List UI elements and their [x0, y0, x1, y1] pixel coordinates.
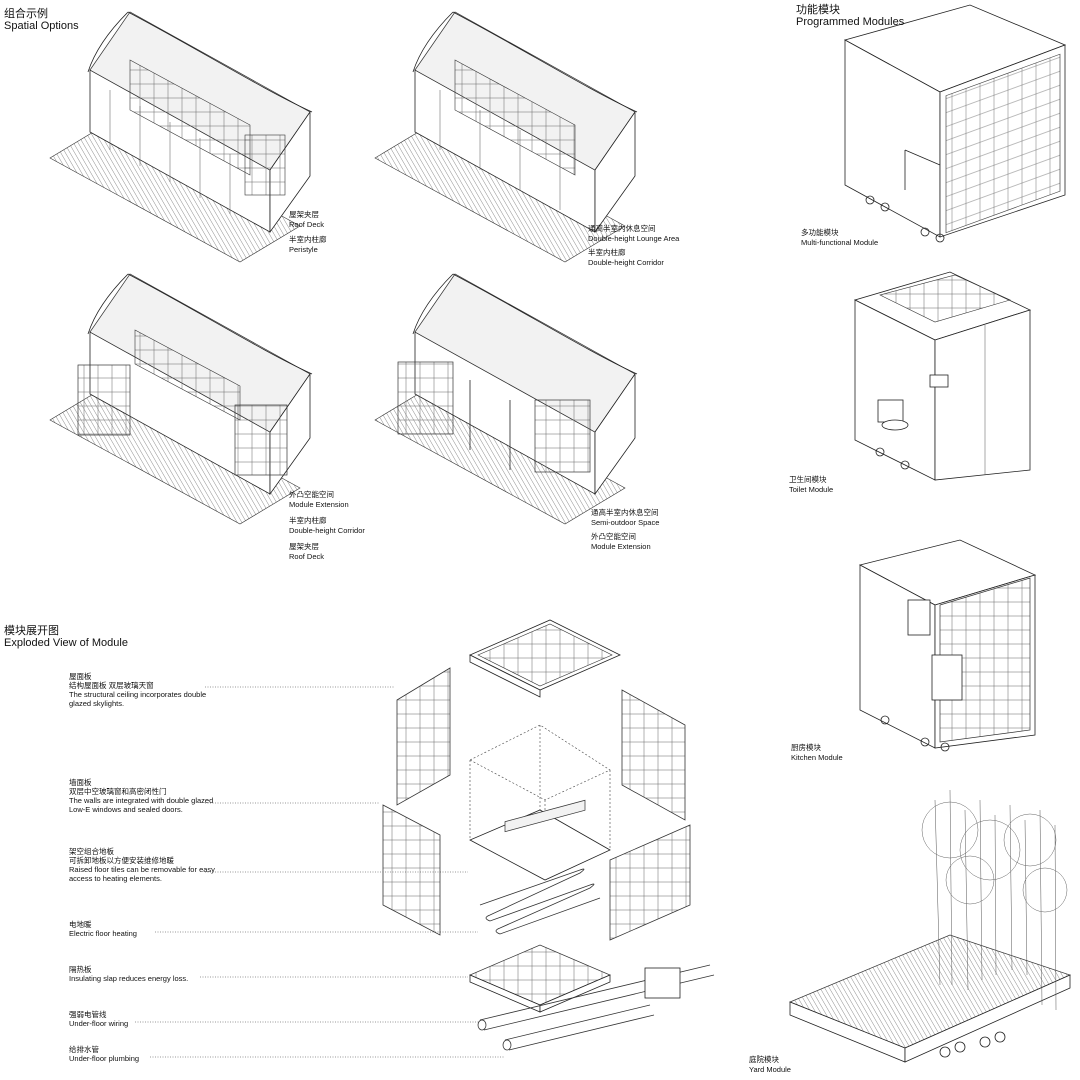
callout-en: Under-floor wiring [69, 1019, 129, 1028]
callout-zh: 电地暖 [69, 920, 92, 929]
option-label-zh: 屋架夹层 [289, 210, 319, 219]
option-label-en: Module Extension [591, 541, 651, 551]
module-label: 厨房模块 Kitchen Module [791, 743, 843, 762]
module-label-zh: 庭院模块 [749, 1055, 779, 1064]
option-label-en: Double-height Lounge Area [588, 233, 680, 243]
option-label-en: Double-height Corridor [289, 525, 365, 535]
programmed-modules-title-en: Programmed Modules [796, 16, 905, 28]
callout-en: Insulating slap reduces energy loss. [69, 974, 189, 983]
toilet-module-drawing [853, 271, 1032, 481]
callout-raised-floor: 架空组合地板 可拆卸地板以方便安装维修地暖 Raised floor tiles… [69, 847, 219, 883]
exploded-view-title: 模块展开图 Exploded View of Module [4, 625, 128, 649]
option-label-zh: 外凸空能空间 [289, 490, 334, 499]
option-label-en: Semi-outdoor Space [591, 517, 660, 527]
callout-zh: 给排水管 [69, 1045, 99, 1054]
option-label-en: Double-height Corridor [588, 257, 664, 267]
spatial-options-title-en: Spatial Options [4, 20, 79, 32]
option-label: 屋架夹层 Roof Deck [289, 210, 324, 229]
option-label-zh: 通高半室内休息空间 [591, 508, 659, 517]
option-label-en: Peristyle [289, 244, 318, 254]
programmed-modules-title: 功能模块 Programmed Modules [796, 4, 904, 28]
module-label: 多功能模块 Multi-functional Module [801, 228, 878, 247]
option-label: 通高半室内休息空间 Semi-outdoor Space [591, 508, 659, 527]
option-label: 屋架夹层 Roof Deck [289, 542, 324, 561]
module-label-zh: 厨房模块 [791, 743, 821, 752]
callout-insulation: 隔热板 Insulating slap reduces energy loss. [69, 965, 219, 983]
module-label-en: Multi-functional Module [801, 237, 879, 247]
callout-en: The structural ceiling incorporates doub… [69, 690, 207, 708]
exploded-view-title-en: Exploded View of Module [4, 637, 128, 649]
spatial-options-title: 组合示例 Spatial Options [4, 8, 79, 32]
option-label-en: Roof Deck [289, 551, 325, 561]
callout-wall-panel: 墙面板 双层中空玻璃窗和高密闭性门 The walls are integrat… [69, 778, 219, 814]
yard-module-drawing [789, 789, 1071, 1063]
option-label-zh: 半室内柱廊 [289, 516, 327, 525]
callout-wiring: 强弱电管线 Under-floor wiring [69, 1010, 219, 1028]
callout-zh-detail: 结构屋面板 双层玻璃天窗 [69, 681, 154, 690]
callout-zh: 屋面板 [69, 672, 92, 681]
callout-zh-detail: 双层中空玻璃窗和高密闭性门 [69, 787, 167, 796]
option-label-zh: 外凸空能空间 [591, 532, 636, 541]
option-label: 外凸空能空间 Module Extension [591, 532, 651, 551]
callout-plumbing: 给排水管 Under-floor plumbing [69, 1045, 219, 1063]
option-label-en: Module Extension [289, 499, 349, 509]
exploded-view-title-zh: 模块展开图 [4, 625, 59, 637]
module-label-zh: 卫生间模块 [789, 475, 827, 484]
callout-en: Raised floor tiles can be removable for … [69, 865, 215, 883]
module-label: 卫生间模块 Toilet Module [789, 475, 833, 494]
callout-zh: 墙面板 [69, 778, 92, 787]
callout-roof-panel: 屋面板 结构屋面板 双层玻璃天窗 The structural ceiling … [69, 672, 219, 708]
callout-zh: 强弱电管线 [69, 1010, 107, 1019]
option-label: 半室内柱廊 Peristyle [289, 235, 327, 254]
module-label-en: Kitchen Module [791, 752, 843, 762]
callout-en: Electric floor heating [69, 929, 137, 938]
option-label-zh: 屋架夹层 [289, 542, 319, 551]
callout-zh: 隔热板 [69, 965, 92, 974]
module-label-en: Yard Module [749, 1064, 791, 1074]
module-label-zh: 多功能模块 [801, 228, 839, 237]
house-drawing-lounge [374, 11, 638, 263]
option-label: 半室内柱廊 Double-height Corridor [588, 248, 664, 267]
option-label: 外凸空能空间 Module Extension [289, 490, 349, 509]
callout-zh-detail: 可拆卸地板以方便安装维修地暖 [69, 856, 174, 865]
kitchen-module-drawing [858, 539, 1037, 752]
module-label: 庭院模块 Yard Module [749, 1055, 791, 1074]
exploded-module-drawing [135, 619, 715, 1058]
callout-zh: 架空组合地板 [69, 847, 114, 856]
programmed-modules-title-zh: 功能模块 [796, 4, 840, 16]
option-label-zh: 半室内柱廊 [289, 235, 327, 244]
spatial-options-title-zh: 组合示例 [4, 8, 48, 20]
module-label-en: Toilet Module [789, 484, 834, 494]
callout-en: Under-floor plumbing [69, 1054, 140, 1063]
callout-en: The walls are integrated with double gla… [69, 796, 214, 814]
callout-floor-heating: 电地暖 Electric floor heating [69, 920, 219, 938]
house-drawing-roof-deck [49, 11, 313, 263]
house-drawing-extension [49, 273, 313, 525]
option-label: 通高半室内休息空间 Double-height Lounge Area [588, 224, 679, 243]
option-label-zh: 半室内柱廊 [588, 248, 626, 257]
house-drawing-semi-outdoor [374, 273, 638, 525]
option-label-en: Roof Deck [289, 219, 325, 229]
multi-functional-module-drawing [843, 4, 1067, 243]
option-label-zh: 通高半室内休息空间 [588, 224, 656, 233]
option-label: 半室内柱廊 Double-height Corridor [289, 516, 365, 535]
